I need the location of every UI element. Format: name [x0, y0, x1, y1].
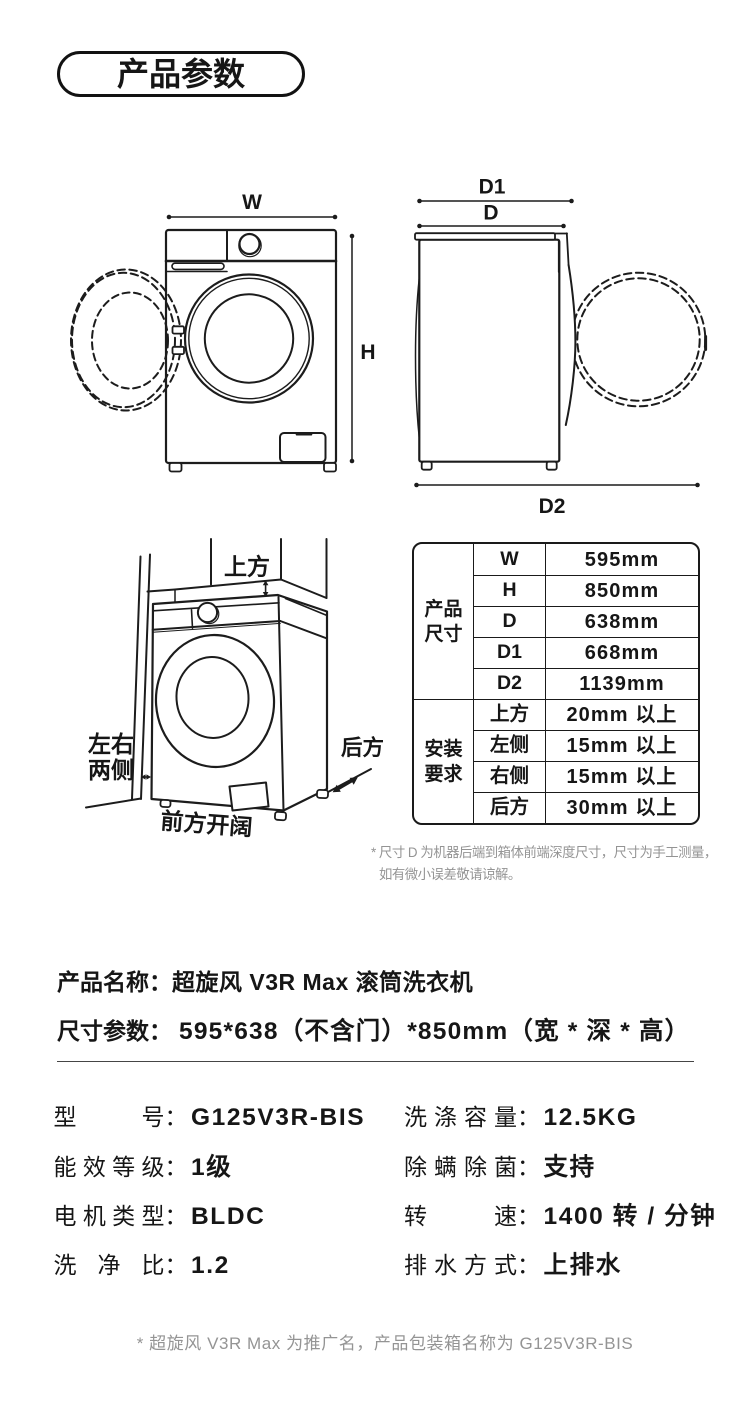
- page-title: 产品参数: [116, 56, 245, 92]
- side-depth-dim-label: D: [483, 202, 498, 225]
- spec-drain-type: 排水方式：上排水: [404, 1252, 622, 1279]
- side-depth1-dim-label: D1: [479, 176, 506, 199]
- side-door-swing-dashed-outline: [570, 271, 707, 408]
- table-group-install-req: 安装 要求: [414, 699, 473, 823]
- spec-spin-speed: 转速：1400 转 / 分钟: [404, 1203, 717, 1230]
- table-value: 15mm 以上: [545, 730, 698, 761]
- table-key: 上方: [473, 699, 545, 730]
- table-value: 668mm: [545, 637, 698, 668]
- page-footnote: * 超旋风 V3R Max 为推广名，产品包装箱名称为 G125V3R-BIS: [136, 1334, 634, 1353]
- table-value: 30mm 以上: [545, 792, 698, 823]
- section-divider: [57, 1061, 694, 1062]
- table-key: D: [473, 606, 545, 637]
- spec-wash-ratio: 洗净比：1.2: [53, 1252, 230, 1279]
- product-name-label: 产品名称：: [57, 969, 172, 995]
- product-name-line: 产品名称：超旋风 V3R Max 滚筒洗衣机: [57, 970, 473, 994]
- table-footnote-line2: 如有微小误差敬请谅解。: [379, 866, 521, 882]
- table-key: W: [473, 544, 545, 575]
- colon: ：: [517, 1104, 540, 1130]
- table-footnote-line1: * 尺寸 D 为机器后端到箱体前端深度尺寸，尺寸为手工测量，: [371, 845, 717, 860]
- page-title-pill: 产品参数: [57, 51, 305, 97]
- colon: ：: [164, 1154, 188, 1180]
- install-rear-label: 后方: [341, 735, 384, 760]
- install-sides-label-line1: 左右: [88, 731, 134, 757]
- install-top-label: 上方: [224, 554, 270, 580]
- table-value: 595mm: [545, 544, 698, 575]
- table-value: 850mm: [545, 575, 698, 606]
- front-height-dim-label: H: [360, 341, 375, 364]
- product-name-value: 超旋风 V3R Max 滚筒洗衣机: [172, 969, 474, 995]
- table-key: D2: [473, 668, 545, 699]
- product-size-label: 尺寸参数：: [57, 1018, 172, 1044]
- spec-capacity: 洗涤容量：12.5KG: [404, 1104, 638, 1131]
- table-value: 15mm 以上: [545, 761, 698, 792]
- table-key: 左侧: [473, 730, 545, 761]
- colon: ：: [517, 1154, 540, 1180]
- install-front-label: 前方开阔: [160, 808, 254, 841]
- colon: ：: [517, 1203, 540, 1229]
- washer-front-view-drawing: [70, 214, 355, 473]
- colon: ：: [517, 1252, 540, 1278]
- dimensions-table: 产品 尺寸 W 595mm H 850mm D 638mm D1 668mm D…: [412, 542, 700, 825]
- side-depth2-dim-label: D2: [539, 495, 566, 518]
- front-door-outer-ring: [183, 273, 315, 404]
- table-key: 后方: [473, 792, 545, 823]
- product-size-line: 尺寸参数： 595*638（不含门）*850mm（宽 * 深 * 高）: [57, 1019, 690, 1044]
- table-footnote: * 尺寸 D 为机器后端到箱体前端深度尺寸，尺寸为手工测量， 如有微小误差敬请谅…: [371, 842, 750, 885]
- technical-drawings: W H: [70, 176, 708, 841]
- install-sides-label-line2: 两侧: [88, 757, 134, 783]
- front-width-dim-label: W: [242, 191, 262, 214]
- table-group-product-size: 产品 尺寸: [424, 598, 463, 645]
- table-value: 638mm: [545, 606, 698, 637]
- rear-clearance-arrow: [336, 779, 354, 791]
- table-key: D1: [473, 637, 545, 668]
- product-size-value: 595*638（不含门）*850mm（宽 * 深 * 高）: [179, 1018, 691, 1045]
- table-value: 20mm 以上: [545, 699, 698, 730]
- front-door-glass: [203, 293, 295, 384]
- side-body-outline: [418, 238, 561, 463]
- spec-mite-removal: 除螨除菌：支持: [404, 1154, 596, 1181]
- front-body-outline: [164, 228, 338, 465]
- table-key: 右侧: [473, 761, 545, 792]
- colon: ：: [164, 1203, 188, 1229]
- install-clearance-drawing: [85, 538, 372, 822]
- table-value: 1139mm: [545, 668, 698, 699]
- colon: ：: [164, 1104, 188, 1130]
- front-control-knob: [238, 232, 261, 256]
- spec-energy-rating: 能效等级：1级: [53, 1154, 233, 1181]
- front-detergent-drawer: [171, 262, 225, 271]
- spec-model: 型号：G125V3R-BIS: [53, 1104, 366, 1131]
- table-key: H: [473, 575, 545, 606]
- washer-side-view-drawing: [414, 198, 708, 488]
- spec-motor-type: 电机类型：BLDC: [53, 1203, 266, 1230]
- colon: ：: [164, 1252, 188, 1278]
